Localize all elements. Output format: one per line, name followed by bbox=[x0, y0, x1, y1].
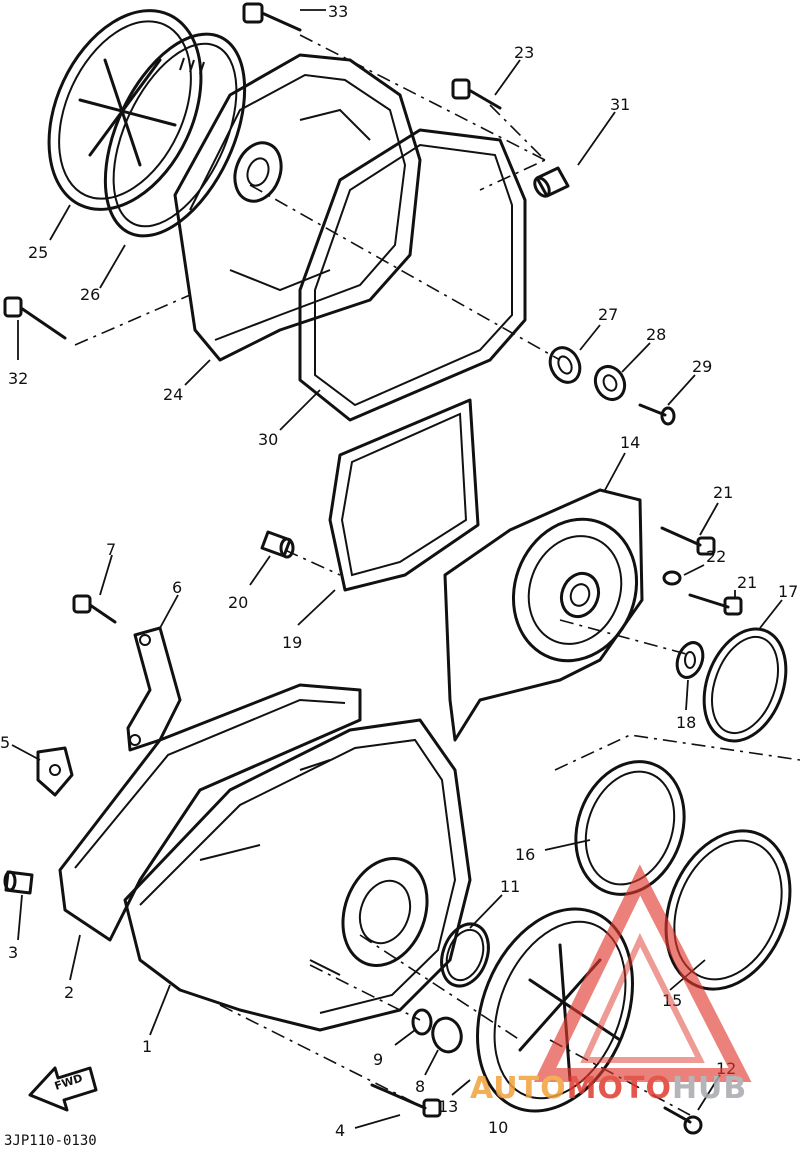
label-17: 17 bbox=[778, 582, 798, 601]
washer-part-22 bbox=[662, 570, 682, 586]
label-20: 20 bbox=[228, 593, 248, 612]
watermark-triangle-icon bbox=[533, 864, 752, 1082]
label-33: 33 bbox=[328, 2, 348, 21]
circlip-part-17 bbox=[702, 627, 788, 743]
label-3: 3 bbox=[8, 943, 18, 962]
label-19: 19 bbox=[282, 633, 302, 652]
watermark-part-hub: HUB bbox=[672, 1071, 747, 1106]
label-2: 2 bbox=[64, 983, 74, 1002]
oring-part-9 bbox=[411, 1008, 433, 1036]
seal-part-16 bbox=[574, 760, 686, 896]
label-14: 14 bbox=[620, 433, 640, 452]
label-18: 18 bbox=[676, 713, 696, 732]
watermark-part-moto: MOTO bbox=[567, 1071, 672, 1106]
label-29: 29 bbox=[692, 357, 712, 376]
label-6: 6 bbox=[172, 578, 182, 597]
screw-part-29 bbox=[638, 403, 676, 426]
nut-part-18 bbox=[675, 641, 705, 679]
bushing-part-27 bbox=[548, 346, 582, 384]
label-21-lower: 21 bbox=[737, 573, 757, 592]
watermark-logo: AUTOMOTOHUB bbox=[470, 864, 752, 1106]
label-22: 22 bbox=[706, 547, 726, 566]
watermark-part-auto: AUTO bbox=[470, 1071, 567, 1106]
drawing-code: 3JP110-0130 bbox=[4, 1133, 97, 1149]
bolt-part-7 bbox=[72, 594, 117, 624]
plate-part-14 bbox=[443, 488, 644, 742]
bracket-part-6 bbox=[126, 626, 182, 752]
bolt-part-33 bbox=[242, 2, 302, 32]
fwd-arrow: FWD bbox=[28, 1066, 98, 1112]
label-5: 5 bbox=[0, 733, 10, 752]
label-7: 7 bbox=[106, 540, 116, 559]
label-30: 30 bbox=[258, 430, 278, 449]
plug-part-8 bbox=[431, 1016, 463, 1054]
watermark-text: AUTOMOTOHUB bbox=[470, 1071, 747, 1106]
bolt-part-4 bbox=[370, 1083, 442, 1118]
label-26: 26 bbox=[80, 285, 100, 304]
label-24: 24 bbox=[163, 385, 183, 404]
bracket-part-5 bbox=[36, 746, 74, 797]
label-27: 27 bbox=[598, 305, 618, 324]
cap-part-15 bbox=[664, 829, 792, 991]
label-23: 23 bbox=[514, 43, 534, 62]
dowel-part-3 bbox=[3, 870, 34, 895]
assembly-lines bbox=[74, 34, 800, 1116]
bolt-part-32 bbox=[3, 296, 67, 340]
leader-lines bbox=[11, 9, 783, 1129]
label-1: 1 bbox=[142, 1037, 152, 1056]
bolt-part-21-upper bbox=[660, 526, 716, 556]
gasket-part-19 bbox=[328, 398, 480, 592]
gasket-part-30 bbox=[298, 128, 527, 422]
gasket-part-2 bbox=[58, 683, 362, 942]
label-8: 8 bbox=[415, 1077, 425, 1096]
label-28: 28 bbox=[646, 325, 666, 344]
crankcase-cover-part-24 bbox=[173, 53, 422, 362]
label-4: 4 bbox=[335, 1121, 345, 1140]
dowel-part-20 bbox=[260, 530, 295, 559]
label-31: 31 bbox=[610, 95, 630, 114]
oring-part-11 bbox=[440, 922, 490, 988]
crankcase-cover-part-1 bbox=[123, 718, 472, 1032]
label-13: 13 bbox=[438, 1097, 458, 1116]
screw-part-12 bbox=[663, 1106, 703, 1135]
label-25: 25 bbox=[28, 243, 48, 262]
seal-part-28 bbox=[593, 364, 627, 402]
gasket-part-26 bbox=[103, 32, 247, 238]
label-32: 32 bbox=[8, 369, 28, 388]
label-21-upper: 21 bbox=[713, 483, 733, 502]
bolt-part-23 bbox=[451, 78, 502, 110]
label-10: 10 bbox=[488, 1118, 508, 1137]
label-16: 16 bbox=[515, 845, 535, 864]
label-9: 9 bbox=[373, 1050, 383, 1069]
label-11: 11 bbox=[500, 877, 520, 896]
bolt-part-21-lower bbox=[688, 593, 743, 616]
dowel-part-31 bbox=[533, 166, 570, 198]
